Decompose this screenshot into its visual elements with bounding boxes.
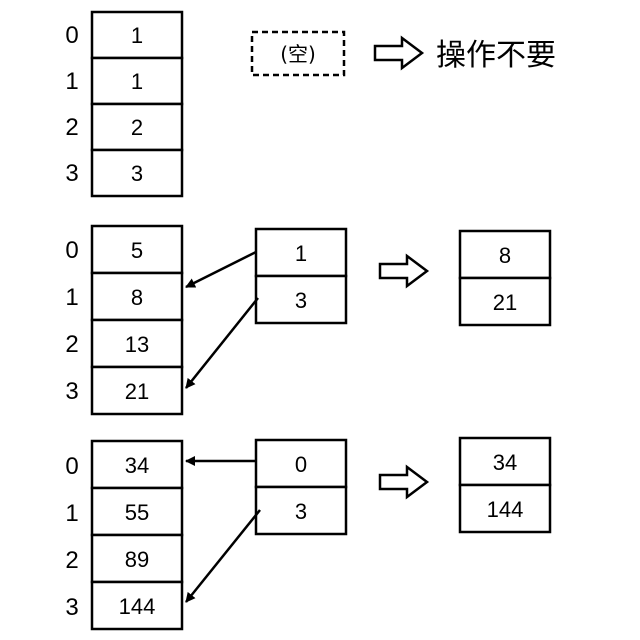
index-label: 2	[65, 547, 78, 574]
array-value: 144	[119, 594, 156, 619]
index-label: 1	[65, 68, 78, 95]
no-operation-note: 操作不要	[436, 38, 556, 73]
array-value: 13	[125, 332, 149, 357]
array-value: 3	[131, 161, 143, 186]
index-label: 2	[65, 114, 78, 141]
result-box: 34 144	[460, 438, 550, 532]
array-box: 5 8 13 21	[92, 226, 182, 414]
query-box: 0 3	[256, 440, 346, 534]
array-value: 1	[131, 69, 143, 94]
query-value: 3	[295, 288, 307, 313]
section-3: 0 1 2 3 34 55 89 144 0 3 34 144	[65, 438, 550, 629]
query-box: 1 3	[256, 229, 346, 323]
index-label: 3	[65, 594, 78, 621]
pointer-arrow	[186, 298, 258, 388]
result-box: 8 21	[460, 231, 550, 325]
index-label: 0	[65, 22, 78, 49]
array-value: 55	[125, 500, 149, 525]
empty-label: (空)	[280, 42, 316, 66]
index-label: 3	[65, 378, 78, 405]
array-value: 89	[125, 547, 149, 572]
query-value: 1	[295, 241, 307, 266]
array-value: 21	[125, 379, 149, 404]
array-value: 34	[125, 453, 149, 478]
result-value: 144	[487, 497, 524, 522]
array-box: 34 55 89 144	[92, 441, 182, 629]
array-value: 2	[131, 115, 143, 140]
query-value: 3	[295, 499, 307, 524]
hollow-arrow-icon	[375, 38, 422, 68]
hollow-arrow-icon	[380, 467, 427, 497]
pointer-arrow	[186, 252, 256, 287]
result-value: 8	[499, 243, 511, 268]
index-label: 1	[65, 284, 78, 311]
array-value: 1	[131, 23, 143, 48]
array-box: 1 1 2 3	[92, 12, 182, 196]
pointer-arrow	[186, 510, 260, 602]
section-1: 0 1 2 3 1 1 2 3 (空) 操作不要	[65, 12, 556, 196]
index-label: 0	[65, 453, 78, 480]
index-label: 3	[65, 160, 78, 187]
index-label: 2	[65, 331, 78, 358]
query-value: 0	[295, 452, 307, 477]
hollow-arrow-icon	[380, 256, 427, 286]
array-value: 5	[131, 238, 143, 263]
index-label: 1	[65, 500, 78, 527]
array-value: 8	[131, 285, 143, 310]
result-value: 21	[493, 290, 517, 315]
index-label: 0	[65, 237, 78, 264]
section-2: 0 1 2 3 5 8 13 21 1 3 8 21	[65, 226, 550, 414]
result-value: 34	[493, 450, 517, 475]
